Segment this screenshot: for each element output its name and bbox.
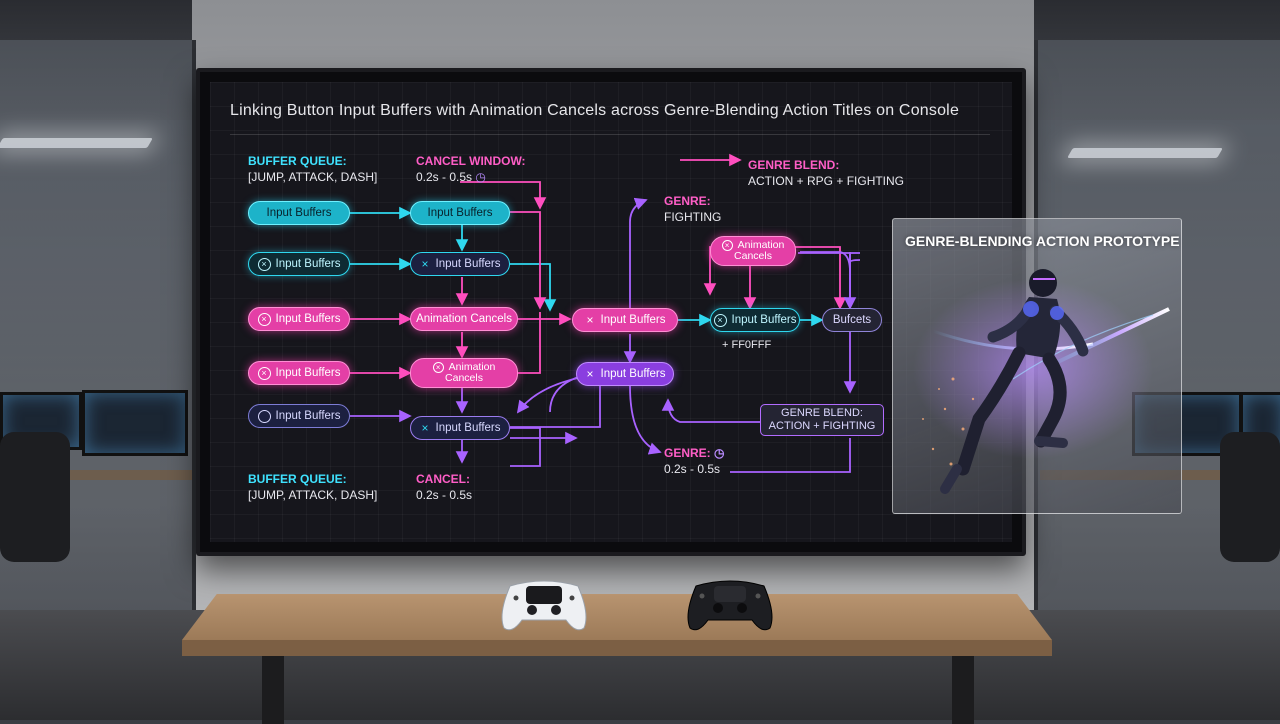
cancel-value: 0.2s - 0.5s — [416, 488, 473, 502]
input-buffers-node[interactable]: ×Input Buffers — [572, 308, 678, 332]
x-mark-icon: × — [721, 240, 733, 251]
table-edge — [182, 640, 1052, 656]
x-mark-icon: × — [586, 366, 594, 381]
office-chair — [0, 432, 70, 562]
input-buffers-node[interactable]: ×Input Buffers — [410, 416, 510, 440]
background-desk — [0, 470, 192, 480]
genre-timer-value: 0.2s - 0.5s — [664, 462, 721, 476]
buffer-queue-value: [JUMP, ATTACK, DASH] — [248, 488, 378, 502]
arrow — [800, 251, 851, 273]
bufcets-node[interactable]: Bufcets — [822, 308, 882, 332]
genre-fighting-value: FIGHTING — [664, 210, 722, 224]
x-mark-icon: × — [257, 366, 271, 380]
input-buffers-node[interactable]: ×Input Buffers — [248, 361, 350, 385]
input-buffers-node[interactable]: ×Input Buffers — [248, 252, 350, 276]
x-mark-icon: × — [257, 312, 271, 326]
table-leg — [952, 656, 974, 724]
x-mark-icon: × — [586, 312, 594, 327]
x-mark-icon: × — [713, 313, 727, 327]
stopwatch-icon: ◷ — [714, 446, 725, 460]
arrow — [730, 438, 851, 473]
buffer-queue-title: BUFFER QUEUE: — [248, 472, 347, 486]
genre-timer-title: GENRE: ◷ — [664, 446, 725, 460]
wall-tv: Linking Button Input Buffers with Animat… — [196, 68, 1026, 556]
animation-cancels-node[interactable]: Animation Cancels — [410, 307, 518, 331]
flow-connectors — [350, 153, 861, 473]
input-buffers-node[interactable]: Input Buffers — [248, 404, 350, 428]
white-game-controller[interactable] — [496, 574, 592, 634]
arrow — [510, 374, 601, 428]
buffer-queue-title: BUFFER QUEUE: — [248, 154, 347, 168]
arrow — [795, 246, 847, 310]
input-buffers-node[interactable]: ×Input Buffers — [710, 308, 800, 332]
cancel-window-title: CANCEL WINDOW: — [416, 154, 526, 168]
input-buffers-node[interactable]: Input Buffers — [248, 201, 350, 225]
panel-title: GENRE-BLENDING ACTION PROTOTYPE — [905, 233, 1180, 249]
x-mark-icon: × — [421, 256, 429, 271]
x-mark-icon: × — [432, 362, 444, 373]
ninja-character-illustration — [913, 269, 1170, 494]
arrow — [460, 181, 547, 210]
arrow — [629, 197, 648, 308]
input-buffers-node[interactable]: ×Input Buffers — [410, 252, 510, 276]
x-mark-icon: × — [257, 257, 271, 271]
black-game-controller[interactable] — [682, 574, 778, 634]
input-buffers-node[interactable]: ×Input Buffers — [248, 307, 350, 331]
table-top — [182, 594, 1052, 640]
arrow — [510, 427, 541, 467]
stopwatch-icon: ◷ — [475, 170, 486, 184]
arrow — [510, 211, 547, 310]
glass-partition-left — [0, 40, 196, 720]
arrow — [629, 385, 662, 455]
x-mark-icon: × — [421, 420, 429, 435]
arrow — [798, 252, 857, 394]
prototype-panel: GENRE-BLENDING ACTION PROTOTYPE — [892, 218, 1182, 514]
table-leg — [262, 656, 284, 724]
buffer-queue-value: [JUMP, ATTACK, DASH] — [248, 170, 378, 184]
tv-screen: Linking Button Input Buffers with Animat… — [210, 82, 1012, 542]
office-chair — [1220, 432, 1280, 562]
cancel-window-value: 0.2s - 0.5s ◷ — [416, 170, 486, 184]
arrow — [661, 398, 760, 423]
background-monitor — [82, 390, 188, 456]
circle-icon — [257, 409, 271, 423]
genre-blend-box[interactable]: GENRE BLEND:ACTION + FIGHTING — [760, 404, 884, 436]
diagram-title: Linking Button Input Buffers with Animat… — [230, 102, 960, 119]
genre-blend-value: ACTION + RPG + FIGHTING — [748, 174, 905, 188]
genre-blend-title: GENRE BLEND: — [748, 158, 840, 172]
title-divider — [230, 134, 990, 135]
ff0fff-label: + FF0FFF — [722, 339, 772, 351]
genre-fighting-title: GENRE: — [664, 194, 711, 208]
input-buffers-node[interactable]: ×Input Buffers — [576, 362, 674, 386]
arrow — [518, 312, 541, 374]
input-buffers-node[interactable]: Input Buffers — [410, 201, 510, 225]
arrow — [508, 263, 557, 312]
cancel-title: CANCEL: — [416, 472, 470, 486]
